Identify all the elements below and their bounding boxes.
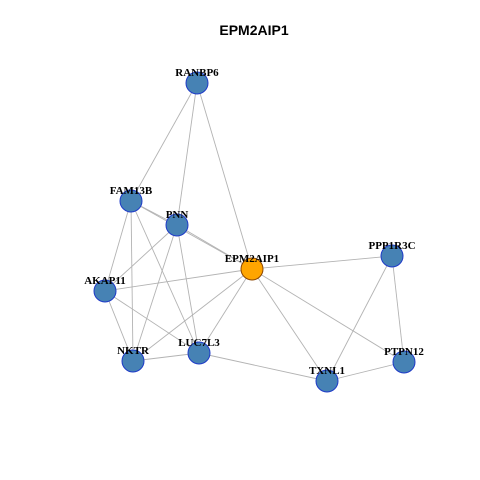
edge-luc7l3-txnl1 <box>198 352 328 382</box>
node-label-fam13b: FAM13B <box>110 185 153 197</box>
node-nktr: NKTR <box>117 345 150 373</box>
edge-ranbp6-fam13b <box>130 82 198 202</box>
node-txnl1: TXNL1 <box>309 365 345 393</box>
node-ranbp6: RANBP6 <box>175 67 219 95</box>
edge-pnn-nktr <box>132 224 178 362</box>
edge-ppp1r3c-ptpn12 <box>391 255 405 363</box>
node-circle-ptpn12 <box>392 350 416 374</box>
edge-akap11-nktr <box>104 290 134 362</box>
edge-pnn-luc7l3 <box>176 224 200 354</box>
node-circle-nktr <box>121 349 145 373</box>
node-circle-fam13b <box>119 189 143 213</box>
node-label-ptpn12: PTPN12 <box>384 346 424 358</box>
edge-epm2aip1-akap11 <box>104 268 253 292</box>
node-circle-luc7l3 <box>187 341 211 365</box>
node-circle-akap11 <box>93 279 117 303</box>
edge-pnn-epm2aip1 <box>176 224 253 270</box>
node-circle-ppp1r3c <box>380 244 404 268</box>
edge-fam13b-nktr <box>130 200 134 362</box>
node-label-akap11: AKAP11 <box>84 275 126 287</box>
node-circle-ranbp6 <box>185 71 209 95</box>
node-circle-pnn <box>165 213 189 237</box>
edge-layer <box>104 82 405 382</box>
edge-epm2aip1-txnl1 <box>251 268 328 382</box>
node-circle-txnl1 <box>315 369 339 393</box>
edge-epm2aip1-nktr <box>132 268 253 362</box>
edge-epm2aip1-ptpn12 <box>251 268 405 363</box>
edge-ranbp6-epm2aip1 <box>196 82 253 270</box>
node-akap11: AKAP11 <box>84 275 126 303</box>
node-luc7l3: LUC7L3 <box>178 337 220 365</box>
node-pnn: PNN <box>165 209 189 237</box>
node-ptpn12: PTPN12 <box>384 346 424 374</box>
graph-title: EPM2AIP1 <box>219 22 288 38</box>
edge-pnn-akap11 <box>104 224 178 292</box>
node-label-ppp1r3c: PPP1R3C <box>368 240 415 252</box>
node-label-ranbp6: RANBP6 <box>175 67 219 79</box>
node-circle-epm2aip1 <box>240 257 264 281</box>
edge-akap11-luc7l3 <box>104 290 200 354</box>
node-label-txnl1: TXNL1 <box>309 365 345 377</box>
edge-epm2aip1-luc7l3 <box>198 268 253 354</box>
node-epm2aip1: EPM2AIP1 <box>225 253 279 281</box>
edge-ppp1r3c-txnl1 <box>326 255 393 382</box>
node-label-pnn: PNN <box>166 209 189 221</box>
node-label-epm2aip1: EPM2AIP1 <box>225 253 279 265</box>
edge-txnl1-ptpn12 <box>326 361 405 382</box>
edge-fam13b-akap11 <box>104 200 132 292</box>
node-label-nktr: NKTR <box>117 345 150 357</box>
node-label-luc7l3: LUC7L3 <box>178 337 220 349</box>
edge-fam13b-luc7l3 <box>130 200 200 354</box>
node-ppp1r3c: PPP1R3C <box>368 240 416 268</box>
edge-epm2aip1-ppp1r3c <box>251 255 393 270</box>
edge-ranbp6-pnn <box>176 82 198 226</box>
node-fam13b: FAM13B <box>110 185 153 213</box>
